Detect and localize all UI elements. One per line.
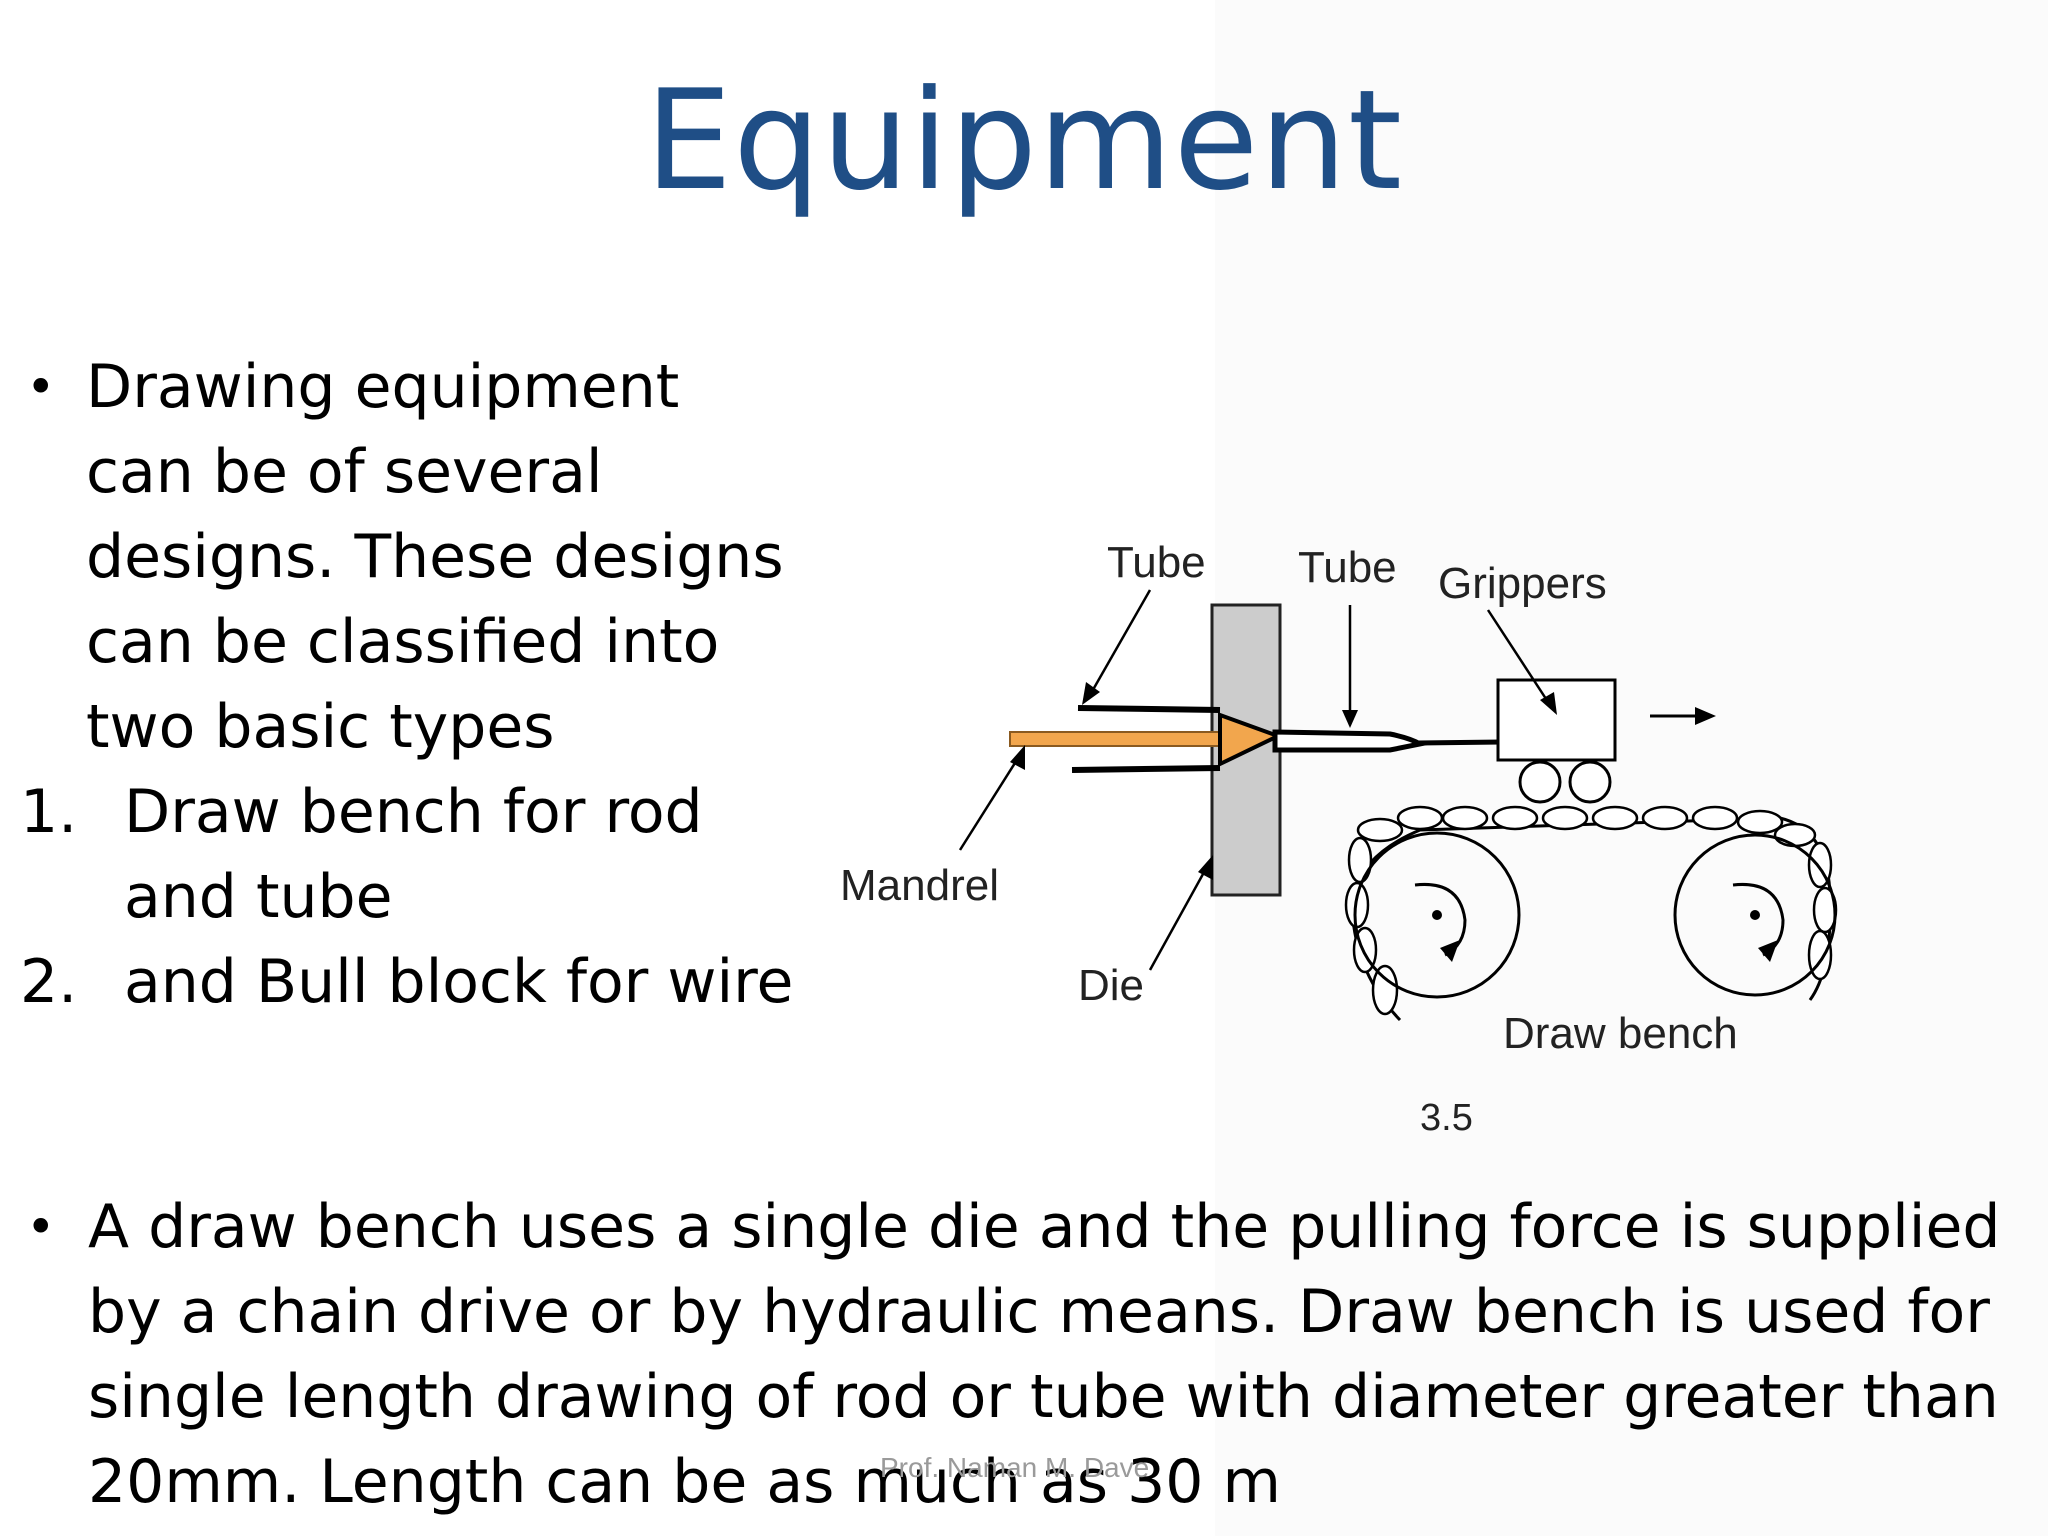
die-label: Die [1078,961,1144,1010]
chain-track [1350,816,1832,1022]
rotation-arrowhead-left [1440,940,1460,962]
tube-pointer-head [1082,682,1100,705]
left-text-block: • Drawing equipment can be of several de… [20,345,800,1025]
mandrel-cone [1218,712,1284,768]
type-item-number: 2. [20,947,78,1017]
sprocket-left [1353,831,1521,999]
tube-wall-bottom [1071,765,1221,773]
die-pointer-head [1198,855,1213,880]
carriage-wheel [1568,760,1612,804]
intro-bullet: • Drawing equipment can be of several de… [20,345,800,770]
drawn-tube [1272,729,1427,753]
type-item-text: Draw bench for rod and tube [124,777,703,932]
tube-pointer-arrow [1088,589,1152,696]
type-item-2: 2. and Bull block for wire [20,940,800,1025]
intro-bullet-text: Drawing equipment can be of several desi… [86,352,784,762]
type-item-text: and Bull block for wire [124,947,794,1017]
direction-arrow-head [1695,707,1716,725]
mandrel-rod [1009,731,1221,747]
bottom-bullet: • A draw bench uses a single die and the… [20,1185,2030,1525]
grippers-label: Grippers [1438,559,1607,608]
bottom-bullet-text: A draw bench uses a single die and the p… [88,1192,2001,1517]
draw-bench-label: Draw bench [1503,1009,1738,1058]
bullet-icon: • [26,358,56,416]
rotation-arrowhead-right [1758,940,1778,962]
carriage-wheel [1518,760,1562,804]
tube-label-right: Tube [1298,543,1397,592]
slide-background-panel [1215,0,2048,1536]
figure-number: 3.5 [1420,1097,1473,1139]
bottom-text-block: • A draw bench uses a single die and the… [20,1185,2030,1525]
gripper-carriage [1496,678,1617,762]
pull-rod [1417,739,1503,746]
die-pointer-arrow [1148,864,1210,971]
sprocket-right [1673,833,1837,997]
type-item-1: 1. Draw bench for rod and tube [20,770,800,940]
sprocket-right-hub [1750,910,1760,920]
type-item-number: 1. [20,777,78,847]
mandrel-label: Mandrel [840,861,999,910]
tube-right-pointer-head [1342,710,1358,728]
footer-author: Prof. Naman M. Dave [880,1452,1150,1483]
mandrel-pointer-head [1010,745,1025,770]
slide-title: Equipment [644,60,1404,221]
grippers-pointer-head [1540,692,1557,715]
grippers-pointer-arrow [1486,609,1552,706]
mandrel-pointer-arrow [958,754,1022,851]
draw-bench-diagram: Tube Tube Grippers Mandrel Die Draw benc… [840,538,1838,1139]
tube-wall-top [1077,705,1221,713]
bullet-icon: • [26,1198,56,1256]
chain-links [1344,805,1838,1016]
sprocket-left-hub [1432,910,1442,920]
tube-label: Tube [1107,538,1206,587]
